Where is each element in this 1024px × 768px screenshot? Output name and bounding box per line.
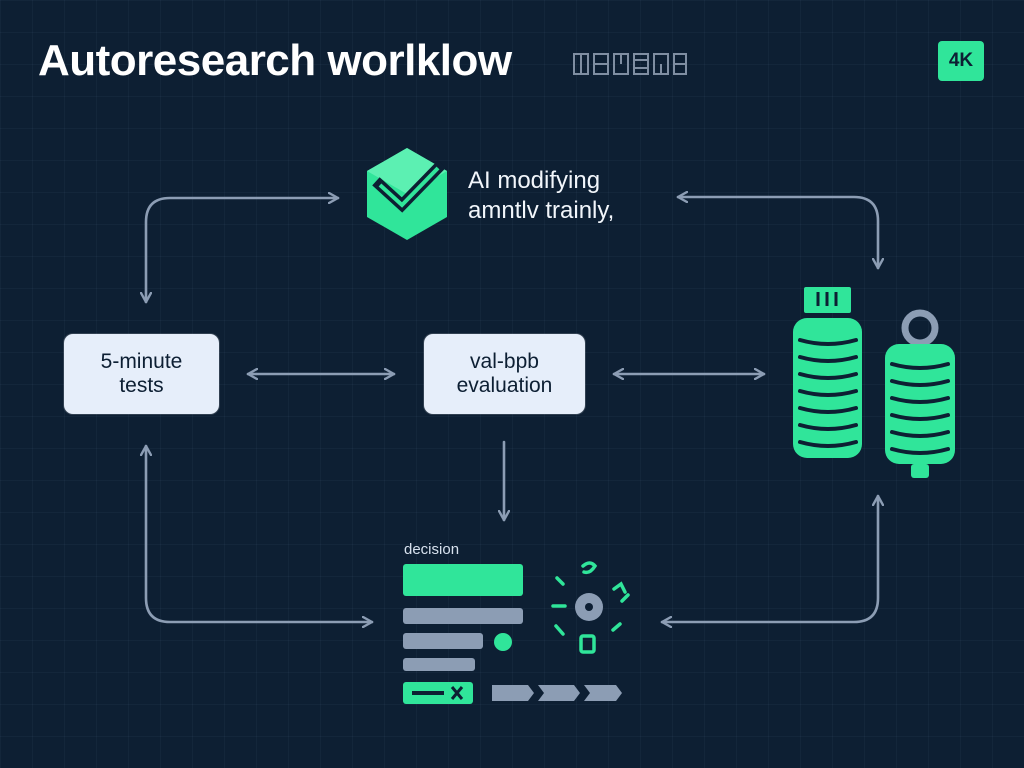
page-title: Autoresearch worlklow [38, 36, 512, 85]
arrow-decision-storage [660, 494, 878, 622]
decision-label: decision [404, 541, 460, 558]
ai-node-line1: AI modifying [468, 167, 601, 194]
evaluation-node[interactable]: val-bpb evaluation [424, 334, 585, 414]
resolution-badge: 4K [938, 41, 984, 81]
arrow-ai-to-storage [676, 197, 878, 270]
ai-node-line2: amntlv trainly, [468, 197, 615, 224]
title-decoration-icon [573, 53, 687, 75]
arrow-tests-decision [146, 444, 374, 622]
ai-node-label: AI modifying amntlv trainly, [468, 166, 614, 226]
tests-node-line1: 5-minute [100, 350, 183, 373]
evaluation-node-line1: val-bpb [470, 350, 539, 373]
evaluation-node-line2: evaluation [456, 374, 553, 397]
arrow-ai-to-tests [146, 198, 340, 304]
tests-node[interactable]: 5-minute tests [64, 334, 219, 414]
tests-node-line2: tests [119, 374, 164, 397]
